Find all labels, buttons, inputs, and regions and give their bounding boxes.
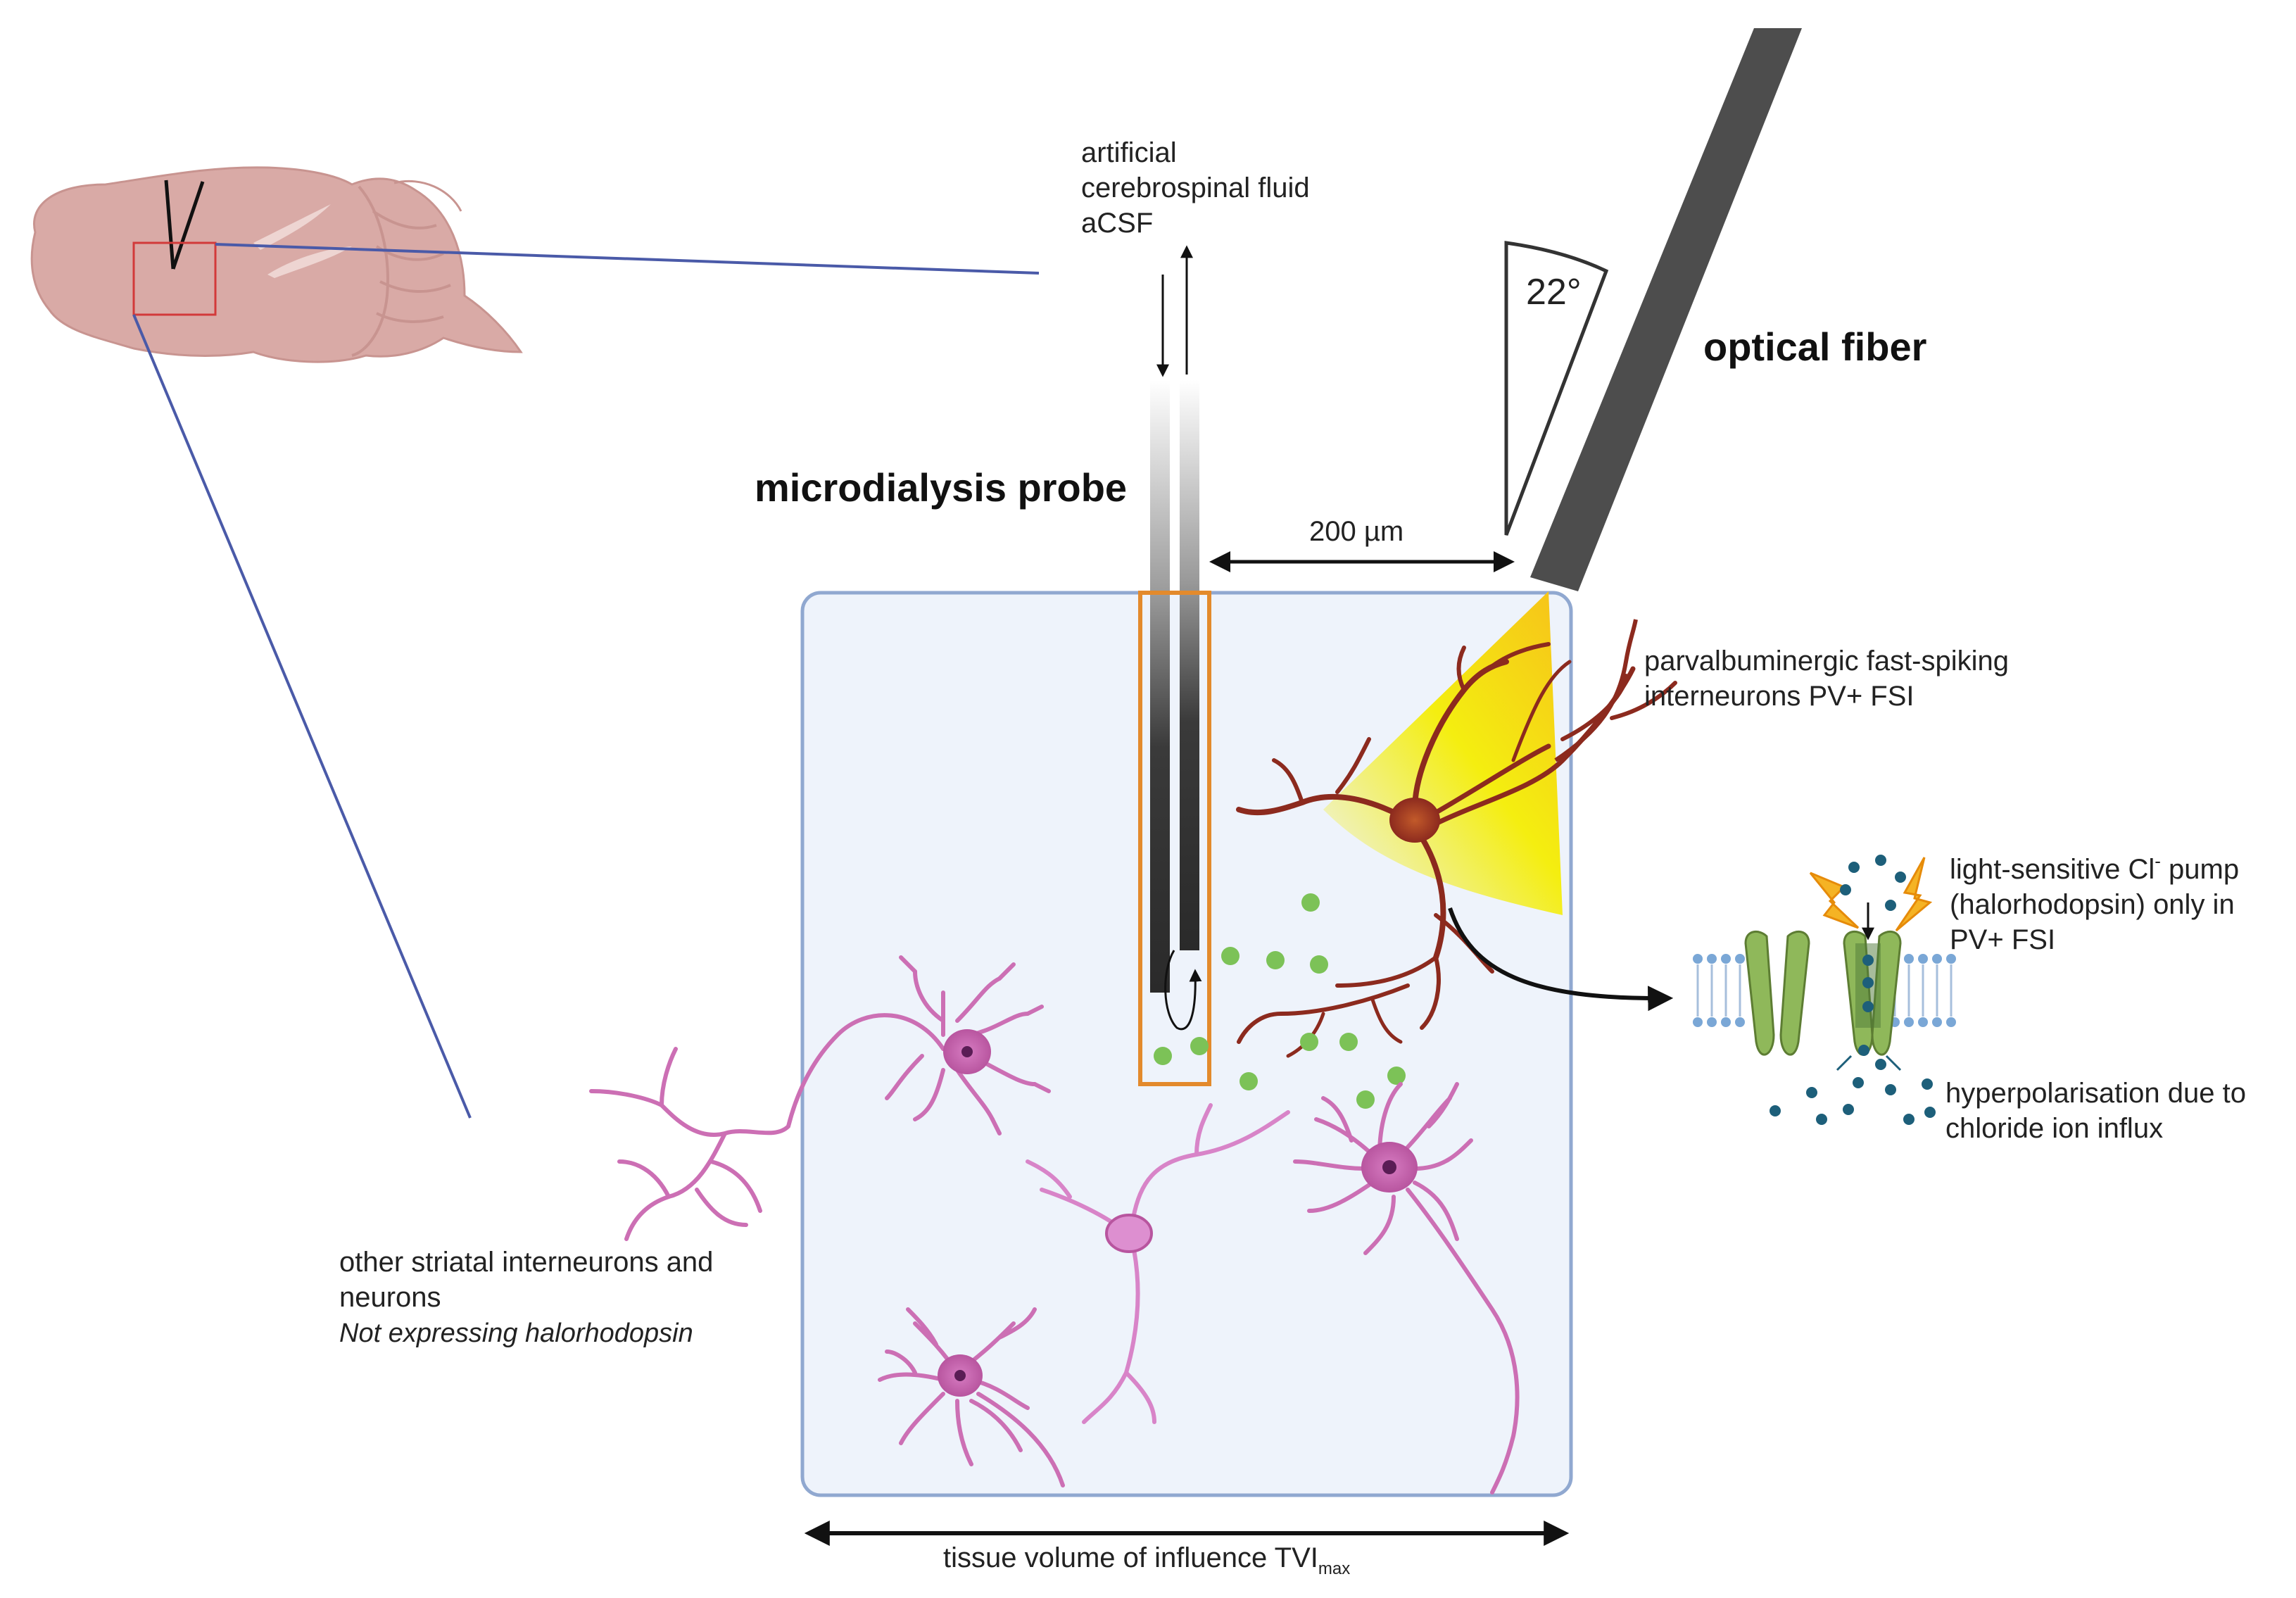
tvi-label-sub: max [1318, 1559, 1350, 1578]
probe-membrane-outline [1138, 591, 1211, 1086]
distance-label: 200 µm [1309, 516, 1404, 547]
dialysate-molecules [1154, 893, 1406, 1109]
pv-label-line1: parvalbuminergic fast-spiking [1644, 646, 2009, 677]
probe-insertion-marks [164, 180, 205, 270]
pv-label-leader [1554, 619, 1638, 762]
hyperpolarisation-label-line2: chloride ion influx [1945, 1113, 2163, 1144]
pv-fsi-soma [1389, 798, 1440, 843]
pump-label-pre: light-sensitive Cl [1950, 854, 2155, 885]
other-neuron-left [589, 955, 1051, 1241]
microdialysis-probe [1150, 380, 1202, 1031]
pump-label-post: pump [2161, 854, 2239, 885]
acsf-label-line3: aCSF [1081, 208, 1153, 239]
ion-exit-arrows [1836, 1055, 1902, 1071]
pump-label-line3: PV+ FSI [1950, 924, 2055, 955]
other-neurons-label-line3: Not expressing halorhodopsin [339, 1319, 693, 1348]
membrane-bilayer [1693, 954, 1956, 1027]
other-neuron-right [1293, 1082, 1520, 1495]
pump-label-sup: - [2155, 850, 2161, 872]
mouse-brain-icon [30, 166, 523, 363]
pump-label-line2: (halorhodopsin) only in [1950, 889, 2235, 920]
angle-indicator [1504, 241, 1609, 536]
light-cone [1323, 591, 1563, 915]
pv-to-channel-arrow [1448, 907, 1674, 1012]
tvi-label-main: tissue volume of influence TVI [943, 1542, 1318, 1573]
other-neuron-bottom-left [878, 1307, 1065, 1487]
other-neuron-left-nucleus [961, 1046, 973, 1057]
other-neuron-right-nucleus [1382, 1160, 1396, 1174]
angle-label: 22° [1526, 272, 1582, 313]
tvi-label: tissue volume of influence TVImax [943, 1542, 1350, 1578]
zoom-region-box [132, 241, 217, 316]
acsf-label-line1: artificial [1081, 137, 1177, 168]
hyperpolarisation-label-line1: hyperpolarisation due to [1945, 1078, 2246, 1109]
other-neuron-middle [1026, 1103, 1290, 1424]
other-neuron-bottom-left-nucleus [954, 1370, 966, 1381]
optical-fiber [1530, 28, 1802, 591]
acsf-label-line2: cerebrospinal fluid [1081, 172, 1310, 203]
microdialysis-probe-label: microdialysis probe [755, 465, 1127, 510]
optical-fiber-label: optical fiber [1703, 325, 1926, 369]
ion-channel-icon [1744, 930, 1902, 1056]
other-neurons-label-line1: other striatal interneurons and [339, 1247, 713, 1278]
zoom-line-bottom [132, 314, 472, 1119]
chloride-ions [1770, 855, 1936, 1125]
other-neuron-middle-soma [1105, 1214, 1153, 1253]
other-neurons-label-line2: neurons [339, 1282, 441, 1313]
zoom-line-top [215, 243, 1040, 275]
pv-label-line2: interneurons PV+ FSI [1644, 681, 1915, 712]
pump-label-line1: light-sensitive Cl- pump [1950, 850, 2239, 885]
lightning-bolt-icon [1809, 857, 1933, 932]
